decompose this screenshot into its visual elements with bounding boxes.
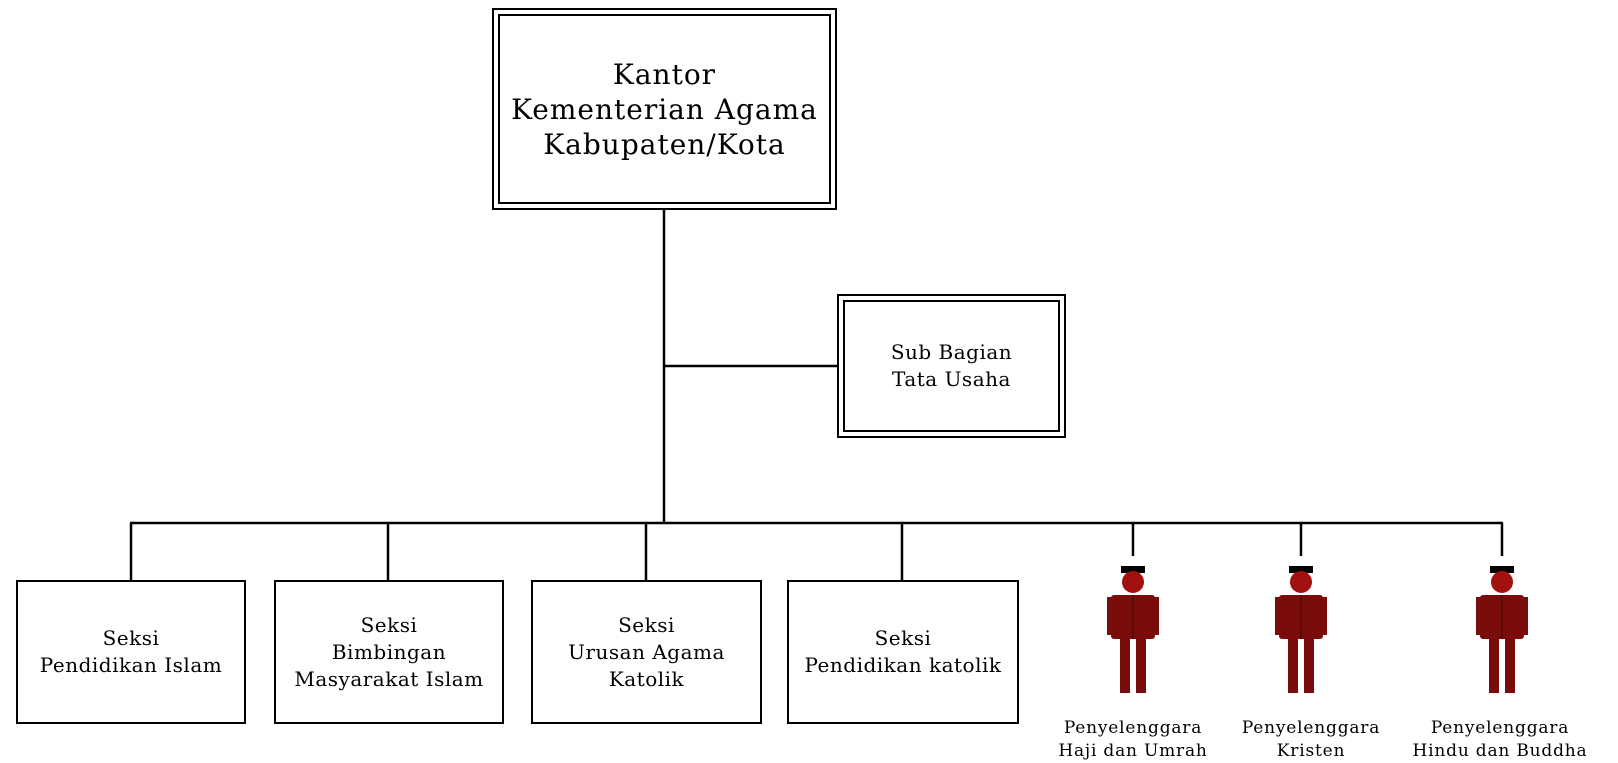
sub-bagian-box: Sub Bagian Tata Usaha — [837, 294, 1066, 438]
section-box-urusan-agama-katolik: Seksi Urusan Agama Katolik — [531, 580, 762, 724]
organizer-label-hindu-buddha: Penyelenggara Hindu dan Buddha — [1412, 718, 1588, 761]
sub-bagian-box-inner-border — [843, 300, 1060, 432]
root-office-box-inner-border — [498, 14, 831, 204]
section-label: Seksi Pendidikan Islam — [39, 626, 223, 677]
section-label: Seksi Pendidikan katolik — [804, 626, 1002, 677]
person-icon — [1107, 566, 1159, 693]
root-office-box: Kantor Kementerian Agama Kabupaten/Kota — [492, 8, 837, 210]
person-icon — [1275, 566, 1327, 693]
person-icon — [1476, 566, 1528, 693]
section-label: Seksi Bimbingan Masyarakat Islam — [294, 612, 484, 691]
section-box-bimbingan-masyarakat-islam: Seksi Bimbingan Masyarakat Islam — [274, 580, 504, 724]
section-label: Seksi Urusan Agama Katolik — [568, 612, 725, 691]
sub-bagian-label: Sub Bagian Tata Usaha — [890, 340, 1013, 391]
root-office-label: Kantor Kementerian Agama Kabupaten/Kota — [511, 57, 818, 161]
organizer-label-kristen: Penyelenggara Kristen — [1241, 718, 1381, 761]
section-box-pendidikan-islam: Seksi Pendidikan Islam — [16, 580, 246, 724]
section-box-pendidikan-katolik: Seksi Pendidikan katolik — [787, 580, 1019, 724]
organizer-label-haji-umrah: Penyelenggara Haji dan Umrah — [1058, 718, 1208, 761]
